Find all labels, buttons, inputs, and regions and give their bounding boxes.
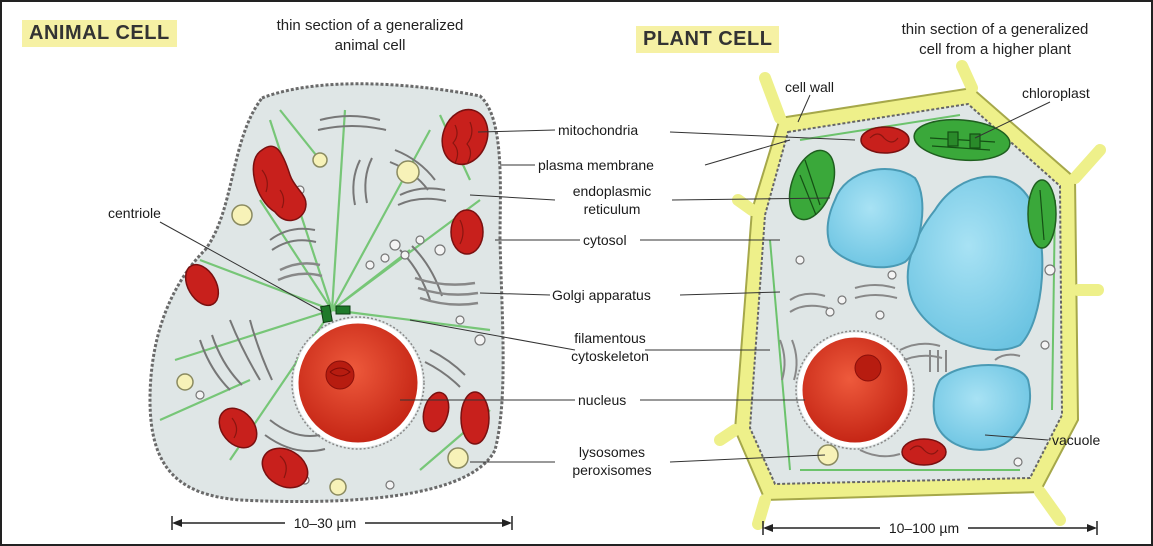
plant-nucleus-envelope <box>800 335 910 445</box>
plant-nucleolus <box>855 355 881 381</box>
plant-cell <box>720 66 1100 524</box>
animal-nucleolus <box>326 361 354 389</box>
label-nucleus: nucleus <box>578 392 626 408</box>
label-cytosol: cytosol <box>583 232 627 248</box>
label-lysosomes: lysosomes <box>579 444 645 460</box>
label-vacuole: vacuole <box>1052 432 1100 448</box>
animal-nucleus-envelope <box>296 321 420 445</box>
label-plasma-membrane: plasma membrane <box>538 157 654 173</box>
animal-scale-label: 10–30 µm <box>294 515 357 531</box>
label-er-line1: endoplasmic <box>573 183 652 199</box>
label-mitochondria: mitochondria <box>558 122 638 138</box>
animal-cell <box>150 84 503 502</box>
label-er-line2: reticulum <box>584 201 641 217</box>
label-cytoskeleton-line1: filamentous <box>574 330 646 346</box>
label-chloroplast: chloroplast <box>1022 85 1090 101</box>
label-cell-wall: cell wall <box>785 79 834 95</box>
label-golgi: Golgi apparatus <box>552 287 651 303</box>
plant-scale-label: 10–100 µm <box>889 520 959 536</box>
label-cytoskeleton-line2: cytoskeleton <box>571 348 649 364</box>
label-peroxisomes: peroxisomes <box>572 462 651 478</box>
label-centriole: centriole <box>108 205 161 221</box>
